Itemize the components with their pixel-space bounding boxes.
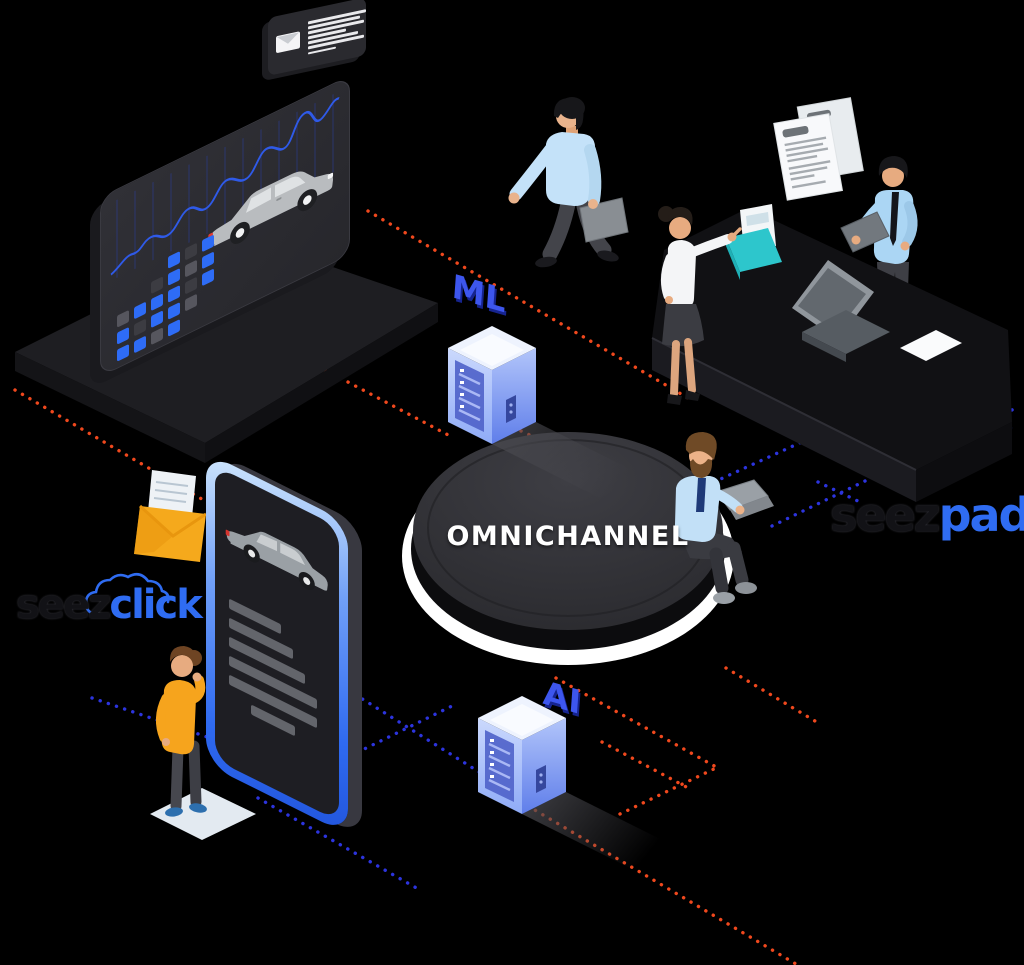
pixel-cell: [151, 310, 163, 329]
pixel-cell: [134, 318, 146, 337]
person-viewing-phone: [150, 646, 256, 840]
pixel-cell: [168, 267, 180, 286]
person-walking: [508, 97, 629, 268]
pixel-cell: [168, 284, 180, 303]
document-icon: [773, 97, 864, 201]
pixel-cell: [151, 327, 163, 346]
pixel-cell: [185, 293, 197, 312]
omnichannel-platform: [402, 432, 734, 665]
pixel-cell: [168, 301, 180, 320]
pixel-cell: [134, 301, 146, 320]
logo-text-blue: click: [109, 582, 202, 628]
pixel-cell: [185, 276, 197, 295]
envelope-icon: [134, 470, 207, 562]
logo-text-blue: pad: [938, 488, 1024, 542]
laptop-on-desk: [792, 260, 890, 362]
mail-icon: [276, 31, 300, 54]
billboard-base-platform: [15, 237, 438, 463]
person-sitting-laptop: [674, 432, 774, 604]
pixel-cell: [151, 293, 163, 312]
pixel-cell: [117, 343, 129, 362]
ai-server: [478, 696, 674, 868]
pixel-cell: [202, 268, 214, 287]
line-chart: [110, 94, 340, 278]
car-image: [225, 529, 328, 591]
pixel-cell: [134, 335, 146, 354]
person-desk-customer: [658, 206, 742, 405]
seezclick-logo: seezclick: [16, 572, 203, 628]
analytics-billboard: [100, 75, 350, 377]
ml-server: [448, 326, 644, 498]
pixel-cell: [202, 251, 214, 270]
logo-text-dark: seez: [830, 488, 941, 542]
notification-text-lines: [308, 9, 366, 58]
seezpad-logo: seezpad: [830, 488, 1024, 542]
folder-icon: [726, 204, 782, 280]
pixel-cell: [151, 276, 163, 295]
pixel-cell: [117, 309, 129, 328]
omnichannel-title: OMNICHANNEL: [446, 521, 690, 552]
pixel-cell: [117, 326, 129, 345]
seezclick-phone: [206, 452, 348, 835]
car-image: [208, 171, 334, 247]
phone-screen: [215, 465, 339, 822]
laptop-under-arm: [579, 197, 629, 243]
pixel-cell: [168, 318, 180, 337]
tie: [890, 192, 899, 246]
paper-on-desk: [900, 330, 962, 361]
pixel-cell: [185, 259, 197, 278]
logo-text-dark: seez: [16, 582, 111, 628]
